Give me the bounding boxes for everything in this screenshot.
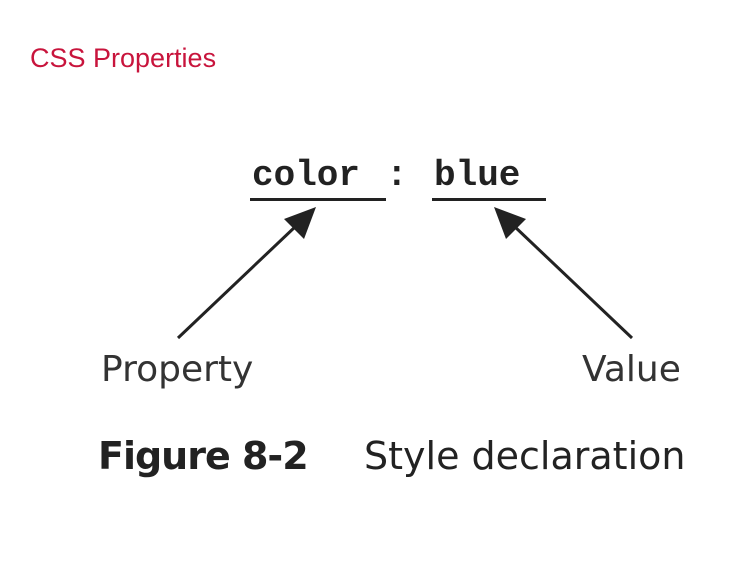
figure-number: Figure 8-2: [98, 434, 309, 478]
property-underline: [250, 198, 386, 201]
css-colon: :: [386, 155, 408, 196]
figure-caption: Style declaration: [364, 434, 686, 478]
css-property-code: color: [252, 155, 361, 196]
slide-title: CSS Properties: [30, 43, 217, 73]
value-underline: [432, 198, 546, 201]
value-arrow: [494, 207, 634, 340]
property-arrow: [176, 207, 316, 340]
css-value-code: blue: [434, 155, 521, 196]
property-label: Property: [101, 349, 254, 390]
value-label: Value: [582, 349, 681, 390]
